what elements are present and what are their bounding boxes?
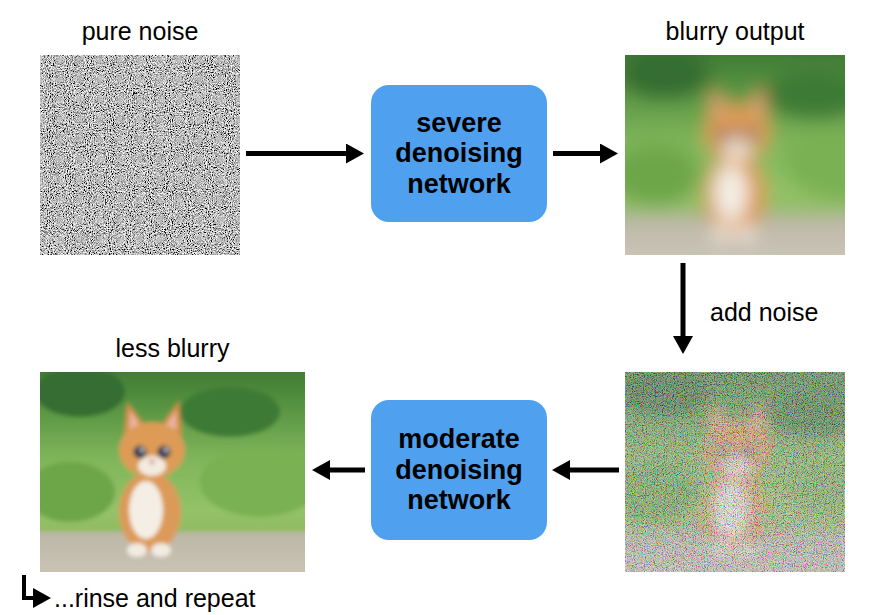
panel-heading: pure noise <box>82 16 199 46</box>
noise-image <box>40 55 240 255</box>
noisy-image <box>625 372 845 572</box>
process-box: moderate denoising network <box>371 400 547 540</box>
flow-arrow <box>246 151 347 156</box>
box-text: severe denoising network <box>381 108 537 200</box>
image-panel: less blurry <box>40 333 305 572</box>
flow-arrow <box>553 151 601 156</box>
annotation: add noise <box>708 297 820 327</box>
panel-heading: less blurry <box>116 333 230 363</box>
panel-heading: blurry output <box>666 16 805 46</box>
annotation: ...rinse and repeat <box>52 583 258 613</box>
flow-arrow <box>329 468 365 473</box>
repeat-bracket <box>24 575 34 598</box>
process-box: severe denoising network <box>371 85 547 222</box>
add-noise-arrow <box>681 263 686 337</box>
box-text: moderate denoising network <box>381 424 537 516</box>
image-panel: blurry output <box>625 16 845 255</box>
blurry-image <box>625 55 845 255</box>
image-panel: pure noise <box>40 16 240 255</box>
sharper-image <box>40 372 305 572</box>
flow-arrow <box>569 468 619 473</box>
